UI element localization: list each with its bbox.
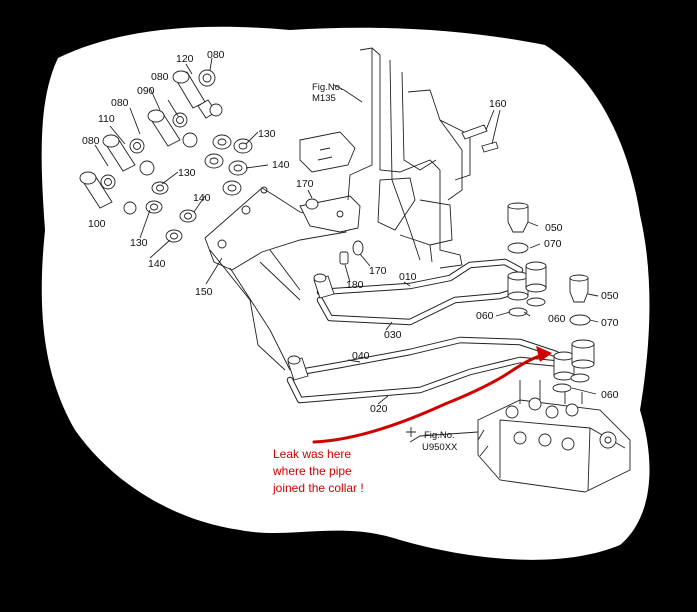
oring-070-b: [569, 314, 591, 326]
fitting-100: [79, 171, 137, 215]
plug-050-b: [569, 277, 589, 303]
annotation-arrowhead: [536, 346, 552, 362]
figref-u950-title: Fig.No.: [424, 430, 455, 441]
fitting-090: [147, 109, 198, 148]
plug-050-a: [507, 205, 529, 233]
label-140: 140: [148, 258, 166, 270]
annotation-arrow-line: [312, 352, 550, 444]
oring-060-c: [552, 383, 572, 393]
fitting-group-left: [79, 69, 253, 243]
label-060: 060: [476, 310, 494, 322]
pipe-end-fitting-b: [287, 355, 309, 381]
valve-block-u950: [477, 380, 631, 493]
label-080: 080: [82, 135, 100, 147]
label-040: 040: [352, 350, 370, 362]
label-070: 070: [601, 317, 619, 329]
label-110: 110: [98, 113, 115, 125]
label-090: 090: [137, 85, 155, 97]
label-080: 080: [151, 71, 169, 83]
label-170: 170: [369, 265, 387, 277]
label-080: 080: [111, 97, 129, 109]
label-160: 160: [489, 98, 507, 110]
label-130: 130: [178, 167, 196, 179]
label-120: 120: [176, 53, 194, 65]
label-070: 070: [544, 238, 562, 250]
bolt-180: [339, 251, 349, 265]
figref-u950-code: U950XX: [422, 442, 458, 453]
label-140: 140: [272, 159, 290, 171]
figref-m135-code: M135: [312, 93, 336, 104]
figref-m135: Fig.No. M135: [312, 82, 343, 104]
label-050: 050: [601, 290, 619, 302]
fitting-120: [172, 69, 223, 119]
frame-m135: [299, 47, 499, 269]
annotation-line-3: joined the collar !: [272, 481, 364, 495]
leak-annotation: Leak was here where the pipe joined the …: [272, 346, 552, 495]
oring-070-a: [507, 242, 529, 254]
figref-m135-title: Fig.No.: [312, 82, 343, 93]
fitting-110: [102, 134, 155, 176]
label-130: 130: [258, 128, 276, 140]
label-030: 030: [384, 329, 402, 341]
collar-assembly: [507, 202, 595, 393]
annotation-line-2: where the pipe: [272, 464, 352, 478]
part-labels: 080 120 080 090 080 110 080 130 140 130 …: [82, 49, 619, 415]
label-130: 130: [130, 237, 148, 249]
label-020: 020: [370, 403, 388, 415]
label-100: 100: [88, 218, 106, 230]
label-060: 060: [548, 313, 566, 325]
label-170: 170: [296, 178, 314, 190]
nut-170-a: [305, 198, 319, 210]
figref-u950: Fig.No. U950XX: [406, 427, 458, 453]
label-180: 180: [346, 279, 364, 291]
pipes: [209, 249, 566, 404]
label-080: 080: [207, 49, 225, 61]
leader-lines: [94, 57, 599, 443]
pipe-end-fitting-a: [313, 273, 335, 299]
nut-170-b: [352, 240, 364, 256]
label-150: 150: [195, 286, 213, 298]
label-060: 060: [601, 389, 619, 401]
label-050: 050: [545, 222, 563, 234]
label-010: 010: [399, 271, 417, 283]
annotation-line-1: Leak was here: [273, 447, 351, 461]
label-140: 140: [193, 192, 211, 204]
